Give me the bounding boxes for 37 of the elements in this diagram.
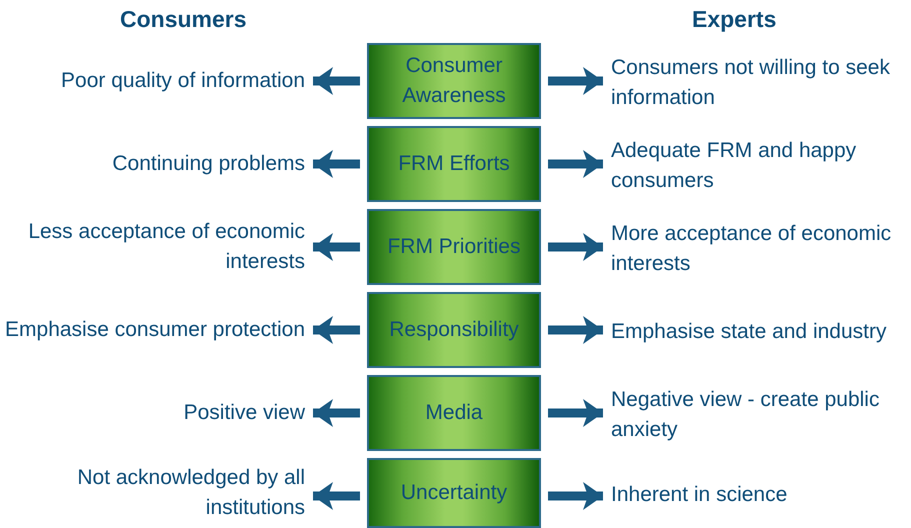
outcome-text: Consumers not willing to seek information — [603, 45, 909, 121]
arrow — [313, 150, 360, 178]
arrow — [313, 233, 360, 261]
arrow — [313, 482, 360, 510]
topic-label: Responsibility — [389, 317, 519, 343]
topic-box — [367, 292, 541, 368]
arrow — [548, 482, 603, 510]
arrow — [548, 150, 603, 178]
topic-box — [367, 126, 541, 202]
topic-label: FRM Efforts — [398, 151, 510, 177]
outcome-text: Less acceptance of economic interests — [0, 209, 313, 285]
arrow — [548, 399, 603, 427]
outcome-text: Poor quality of information — [0, 43, 313, 119]
column-heading: Consumers — [120, 6, 247, 33]
outcome-text: Continuing problems — [0, 126, 313, 202]
arrow — [313, 67, 360, 95]
topic-label: Uncertainty — [400, 480, 508, 506]
column-heading: Experts — [692, 6, 776, 33]
arrow — [548, 233, 603, 261]
arrow — [548, 67, 603, 95]
arrow — [313, 316, 360, 344]
outcome-text: Emphasise state and industry — [603, 294, 909, 370]
topic-box — [367, 43, 541, 119]
outcome-text: Positive view — [0, 375, 313, 451]
outcome-text: Adequate FRM and happy consumers — [603, 128, 909, 204]
outcome-text: Negative view - create public anxiety — [603, 377, 909, 453]
topic-label: Consumer Awareness — [401, 53, 507, 109]
outcome-text: Emphasise consumer protection — [0, 292, 313, 368]
arrow — [313, 399, 360, 427]
topic-box — [367, 375, 541, 451]
outcome-text: Not acknowledged by all institutions — [0, 458, 313, 528]
topic-box — [367, 458, 541, 528]
outcome-text: Inherent in science — [603, 460, 909, 528]
arrow — [548, 316, 603, 344]
outcome-text: More acceptance of economic interests — [603, 211, 909, 287]
topic-label: Media — [425, 400, 483, 426]
topic-box — [367, 209, 541, 285]
